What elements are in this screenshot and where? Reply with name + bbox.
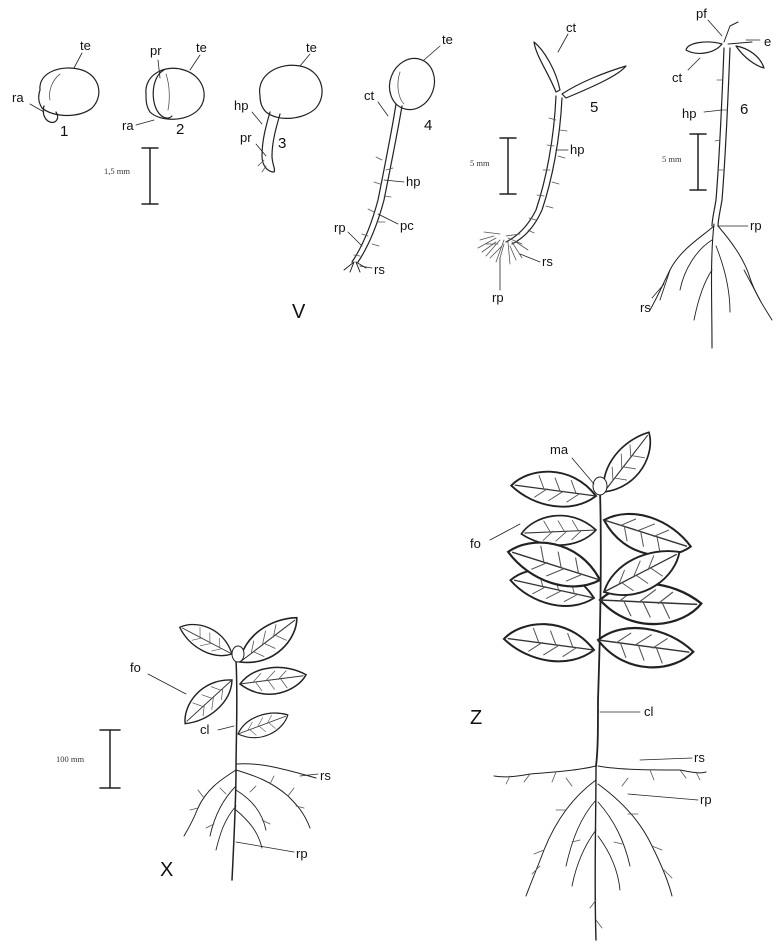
panel-x-cl-label: cl xyxy=(200,722,210,737)
stage-3-hp-label: hp xyxy=(234,98,248,113)
panel-v: te ra 1 pr te ra 2 1,5 mm xyxy=(12,6,772,348)
stage-2-number: 2 xyxy=(176,121,184,138)
scale-bar-3-label: 5 mm xyxy=(662,154,682,164)
panel-z-fo-label: fo xyxy=(470,536,481,551)
panel-z-leaves xyxy=(502,428,704,683)
stage-4-number: 4 xyxy=(424,117,432,134)
stage-4-rp-label: rp xyxy=(334,220,346,235)
stage-2-te-label: te xyxy=(196,40,207,55)
stage-4-rs-label: rs xyxy=(374,262,385,277)
stage-2-pr-label: pr xyxy=(150,43,162,58)
scale-bar-4: 100 mm xyxy=(56,730,120,788)
stage-5-number: 5 xyxy=(590,99,598,116)
stage-4-seedling: te ct hp pc rp rs 4 xyxy=(334,32,453,277)
stage-5-ct-label: ct xyxy=(566,20,577,35)
stage-6-seedling: pf e ct hp rp rs 6 xyxy=(640,6,772,348)
stage-4-pc-label: pc xyxy=(400,218,414,233)
stage-5-hp-label: hp xyxy=(570,142,584,157)
stage-6-e-label: e xyxy=(764,34,771,49)
stage-1-ra-label: ra xyxy=(12,90,24,105)
stage-5-rp-label: rp xyxy=(492,290,504,305)
panel-z-letter: Z xyxy=(470,707,482,729)
stage-2-seed: pr te ra 2 xyxy=(122,40,207,138)
stage-3-number: 3 xyxy=(278,135,286,152)
stage-1-seed: te ra 1 xyxy=(12,38,99,140)
panel-x-fo-label: fo xyxy=(130,660,141,675)
stage-1-number: 1 xyxy=(60,123,68,140)
stage-5-root-hairs xyxy=(478,232,528,264)
panel-x-rs-label: rs xyxy=(320,768,331,783)
panel-x-rp-label: rp xyxy=(296,846,308,861)
panel-z-ma-label: ma xyxy=(550,442,569,457)
stage-3-pr-label: pr xyxy=(240,130,252,145)
stage-6-pf-label: pf xyxy=(696,6,707,21)
panel-z: ma fo cl rs rp Z xyxy=(470,428,712,940)
scale-bar-2: 5 mm xyxy=(470,138,516,194)
panel-x-letter: X xyxy=(160,859,173,881)
stage-4-te-label: te xyxy=(442,32,453,47)
stage-4-ct-label: ct xyxy=(364,88,375,103)
stage-6-rs-label: rs xyxy=(640,300,651,315)
stage-6-rp-label: rp xyxy=(750,218,762,233)
stage-6-ct-label: ct xyxy=(672,70,683,85)
panel-x-roots xyxy=(184,764,316,850)
scale-bar-4-label: 100 mm xyxy=(56,754,84,764)
panel-v-letter: V xyxy=(292,301,306,323)
stage-2-ra-label: ra xyxy=(122,118,134,133)
scale-bar-1-label: 1,5 mm xyxy=(104,166,130,176)
scale-bar-1: 1,5 mm xyxy=(104,148,158,204)
stage-5-rs-label: rs xyxy=(542,254,553,269)
stage-4-hp-label: hp xyxy=(406,174,420,189)
panel-x-leaves xyxy=(174,612,307,740)
panel-z-roots xyxy=(494,766,706,928)
panel-x: 100 mm fo cl rs rp X xyxy=(56,612,331,881)
stage-6-number: 6 xyxy=(740,101,748,118)
scale-bar-3: 5 mm xyxy=(662,134,706,190)
scale-bar-2-label: 5 mm xyxy=(470,158,490,168)
panel-z-rs-label: rs xyxy=(694,750,705,765)
stage-3-te-label: te xyxy=(306,40,317,55)
stage-1-te-label: te xyxy=(80,38,91,53)
panel-z-rp-label: rp xyxy=(700,792,712,807)
panel-z-cl-label: cl xyxy=(644,704,654,719)
stage-5-seedling: ct hp rs rp 5 xyxy=(478,20,626,305)
stage-3-seedling: te hp pr 3 xyxy=(234,40,322,172)
stage-6-hp-label: hp xyxy=(682,106,696,121)
